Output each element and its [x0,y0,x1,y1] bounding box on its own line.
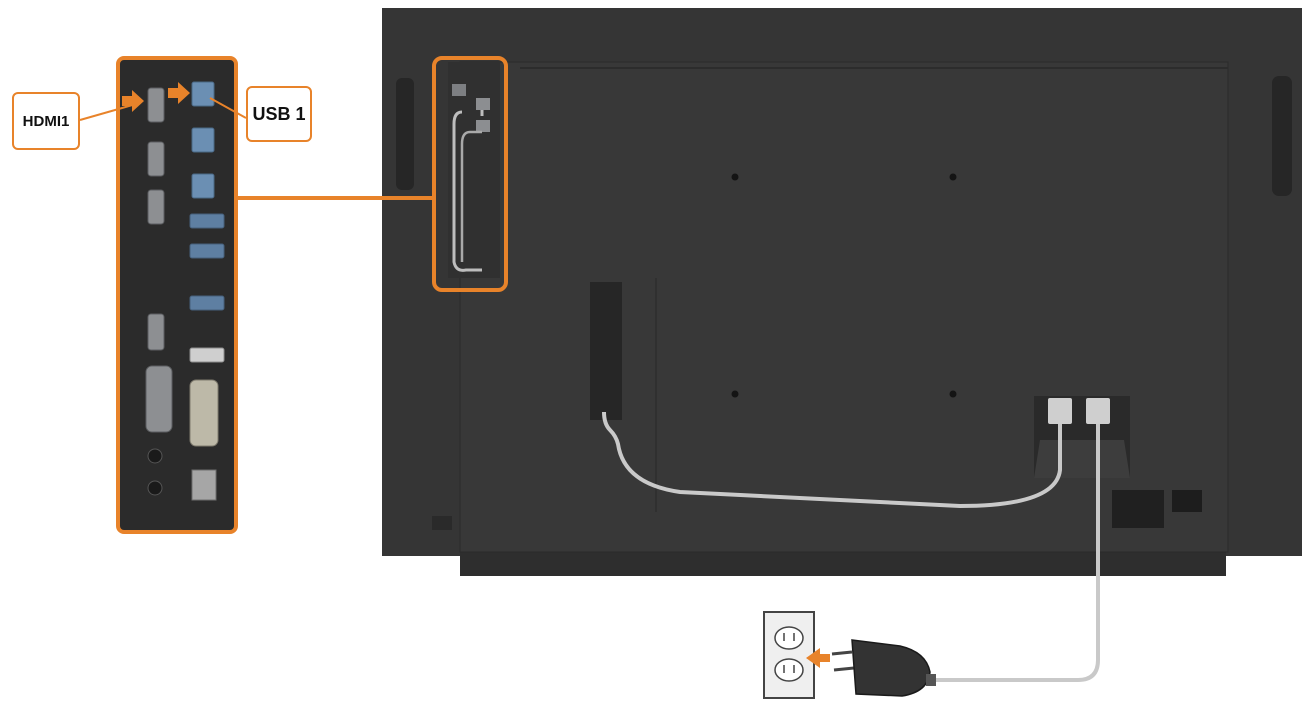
vesa-hole [949,390,957,398]
usb-a-port [189,213,225,229]
vesa-hole [731,173,739,181]
power-plug-icon [831,639,936,697]
arrow-left-icon [806,648,830,668]
hdmi1-callout: HDMI1 [12,92,80,150]
hdmi-port [147,189,165,225]
usb-b-port [191,173,215,199]
io-panel-zoom [116,56,238,534]
vga-port [145,365,173,433]
usb-b-port [191,81,215,107]
highlight-box-side [432,56,508,292]
wall-outlet-icon [763,611,815,699]
usb-a-port [189,295,225,311]
usb-a-port [189,243,225,259]
monitor-rear [382,8,1302,576]
hdmi-port [147,141,165,177]
side-connector-area [432,56,508,292]
displayport-port [147,313,165,351]
vesa-hole [731,390,739,398]
rating-label [1172,490,1202,512]
rating-label [1112,490,1164,528]
power-inlet [1086,398,1110,424]
internal-cable [452,110,484,272]
arrow-right-icon [168,82,190,104]
power-inlet [1048,398,1072,424]
power-cable [930,424,1100,682]
audio-jack [147,480,163,496]
usb-b-port [191,127,215,153]
dvi-port [189,379,219,447]
rj45-port [191,469,217,501]
monitor-inner-plate [459,61,1229,553]
usb-port [189,347,225,363]
audio-jack [147,448,163,464]
arrow-right-icon [122,90,144,112]
vesa-hole [949,173,957,181]
io-panel [116,56,238,534]
usb1-callout: USB 1 [246,86,312,142]
hdmi-port [147,87,165,123]
monitor-cable [602,411,1062,509]
cable-slot [590,282,622,420]
right-handle [1272,76,1292,196]
left-handle [396,78,414,190]
